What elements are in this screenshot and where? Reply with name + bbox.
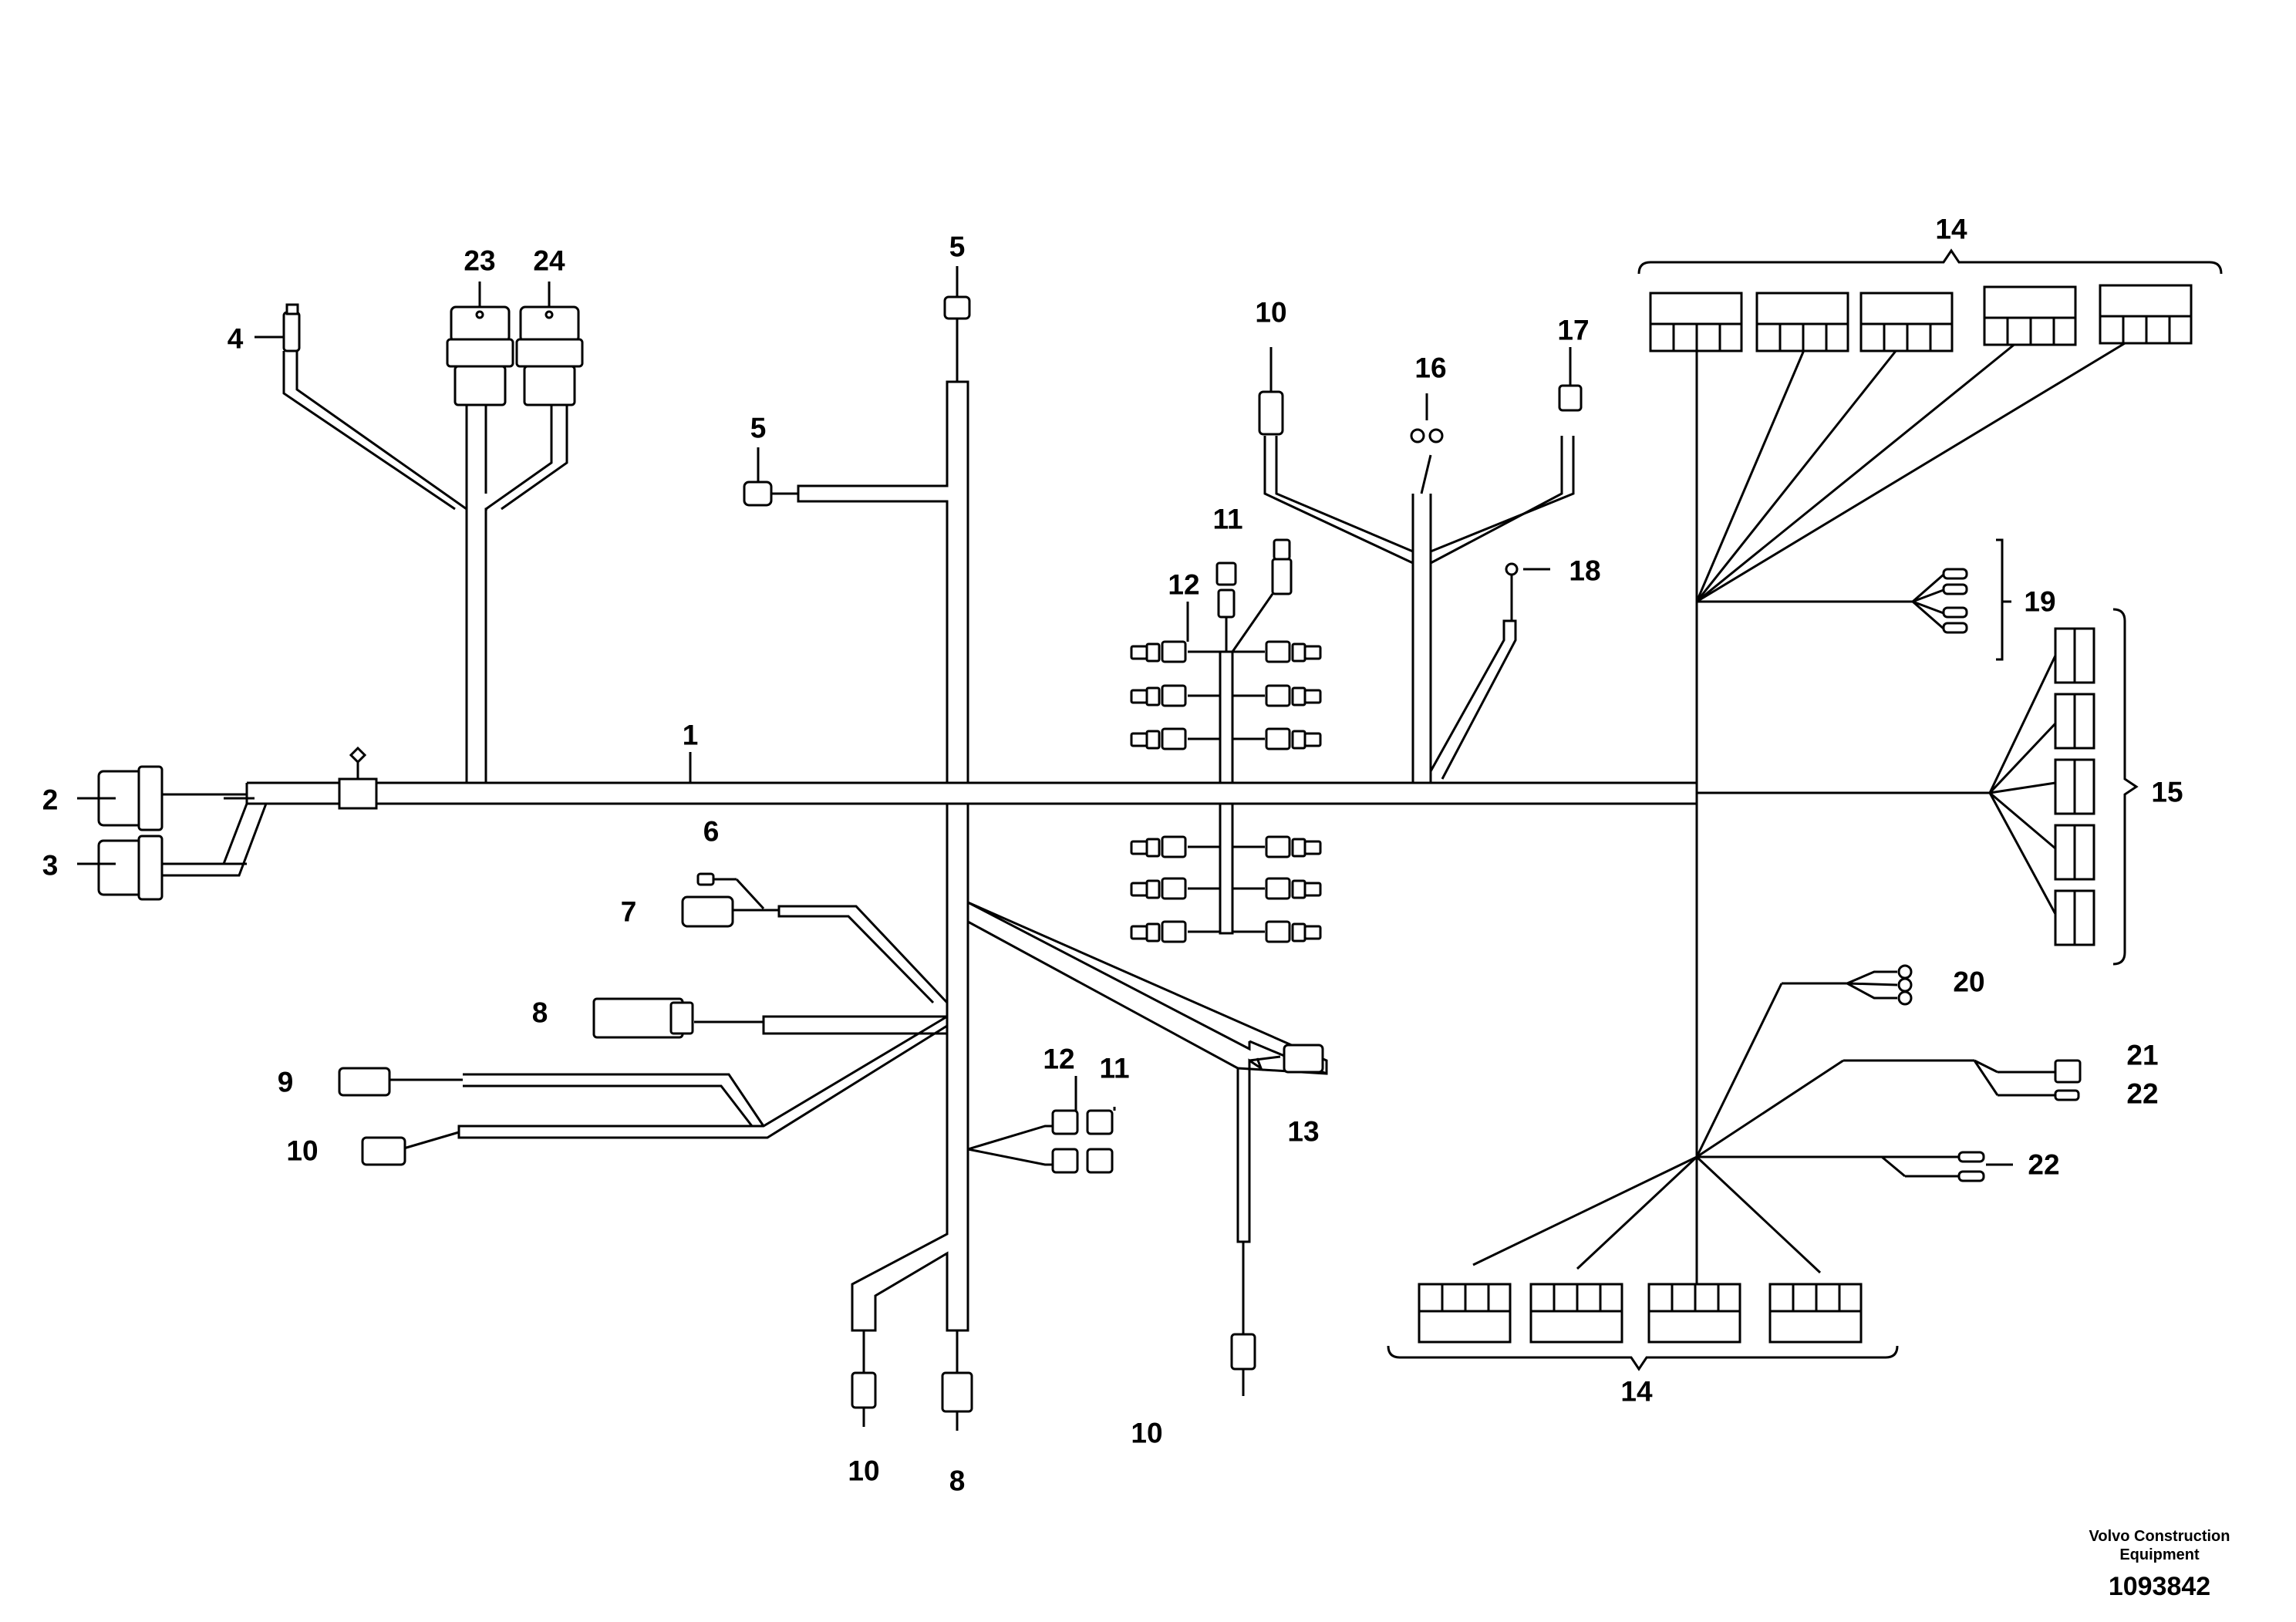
connector-13 [1283,1044,1324,1074]
callout-23: 23 [464,245,495,277]
connector-11-top [1217,588,1236,619]
callout-20: 20 [1953,966,1984,998]
callout-8-bottom: 8 [949,1465,966,1497]
callout-4: 4 [228,323,244,355]
connector-5-top [943,295,971,320]
callout-12-lower: 12 [1043,1044,1074,1075]
ring-terminal-16b [1428,428,1444,443]
ring-terminal-18 [1505,562,1519,576]
connector-2 [97,765,164,831]
connector-3 [97,835,164,901]
main-harness-trunk [162,746,1697,877]
bracket-19 [1996,538,2004,661]
connector-6 [696,872,715,886]
callout-15: 15 [2151,777,2183,808]
bracket-14-bottom [1387,1345,1899,1371]
callout-14-top: 14 [1935,214,1967,245]
connector-8-left [592,997,684,1039]
callout-5-top: 5 [949,231,966,263]
connector-10-bottom-right [1230,1333,1256,1371]
bracket-15 [2112,608,2139,966]
callout-10-bottom-right: 10 [1131,1418,1162,1449]
callout-10-bottom-left: 10 [848,1455,879,1487]
drawing-number: 1093842 [2109,1572,2210,1601]
callout-18: 18 [1569,555,1600,587]
callout-7: 7 [621,896,637,928]
relay-column-15 [2054,627,2095,946]
callout-14-bottom: 14 [1620,1376,1653,1408]
connector-10-top [1258,390,1284,436]
connector-23 [446,305,514,406]
right-distribution [1387,248,2223,1371]
callout-labels: 1 2 3 4 5 5 6 7 8 8 9 10 10 10 10 11 11 … [42,214,2183,1497]
relay-row-bottom [1418,1283,1863,1344]
credit-block: Volvo Construction Equipment 1093842 [2089,1528,2230,1601]
callout-2: 2 [42,784,59,816]
leader-lines [224,602,1189,1111]
connector-9 [338,1067,391,1097]
callout-22-lower: 22 [2028,1149,2059,1181]
callout-1: 1 [683,720,699,751]
callout-16: 16 [1414,352,1446,384]
callout-11-lower: 11 [1099,1053,1129,1084]
junction-block [338,777,378,810]
credit-company-line2: Equipment [2119,1546,2200,1563]
bracket-14-top [1637,248,2223,275]
callout-21: 21 [2126,1040,2158,1071]
callout-17: 17 [1557,315,1589,346]
callout-6: 6 [703,816,720,848]
callout-3: 3 [42,850,59,882]
callout-19: 19 [2024,586,2055,618]
connector-5-side [743,481,773,507]
connector-7 [681,895,734,928]
callout-11-upper: 11 [1212,504,1242,535]
diamond-marker-icon [349,746,367,764]
center-upper-branch [743,266,971,783]
connector-10-left [361,1136,406,1166]
callout-10-top: 10 [1255,297,1286,329]
lower-center-branch [338,804,1328,1431]
callout-22-upper: 22 [2126,1078,2158,1110]
credit-company: Volvo Construction [2089,1528,2230,1545]
relay-row-top [1649,284,2193,352]
callout-24: 24 [533,245,565,277]
callout-9: 9 [278,1067,294,1098]
callout-8-left: 8 [532,997,548,1029]
center-sensor-cluster-lower [1130,804,1322,943]
connector-24 [515,305,584,406]
callout-13: 13 [1287,1116,1319,1148]
connector-8-bottom [941,1371,973,1413]
connector-4 [282,311,301,352]
ring-terminal-16a [1410,428,1425,443]
callout-10-left: 10 [286,1135,318,1167]
connector-10-bottom-left [851,1371,877,1409]
connector-17 [1558,384,1583,412]
connector-21 [2054,1059,2082,1084]
callout-5-side: 5 [750,413,767,444]
center-sensor-cluster-upper [1130,538,1322,783]
center-right-upper-branch [1258,347,1583,783]
upper-left-branch [255,282,584,783]
callout-12-upper: 12 [1168,569,1199,601]
